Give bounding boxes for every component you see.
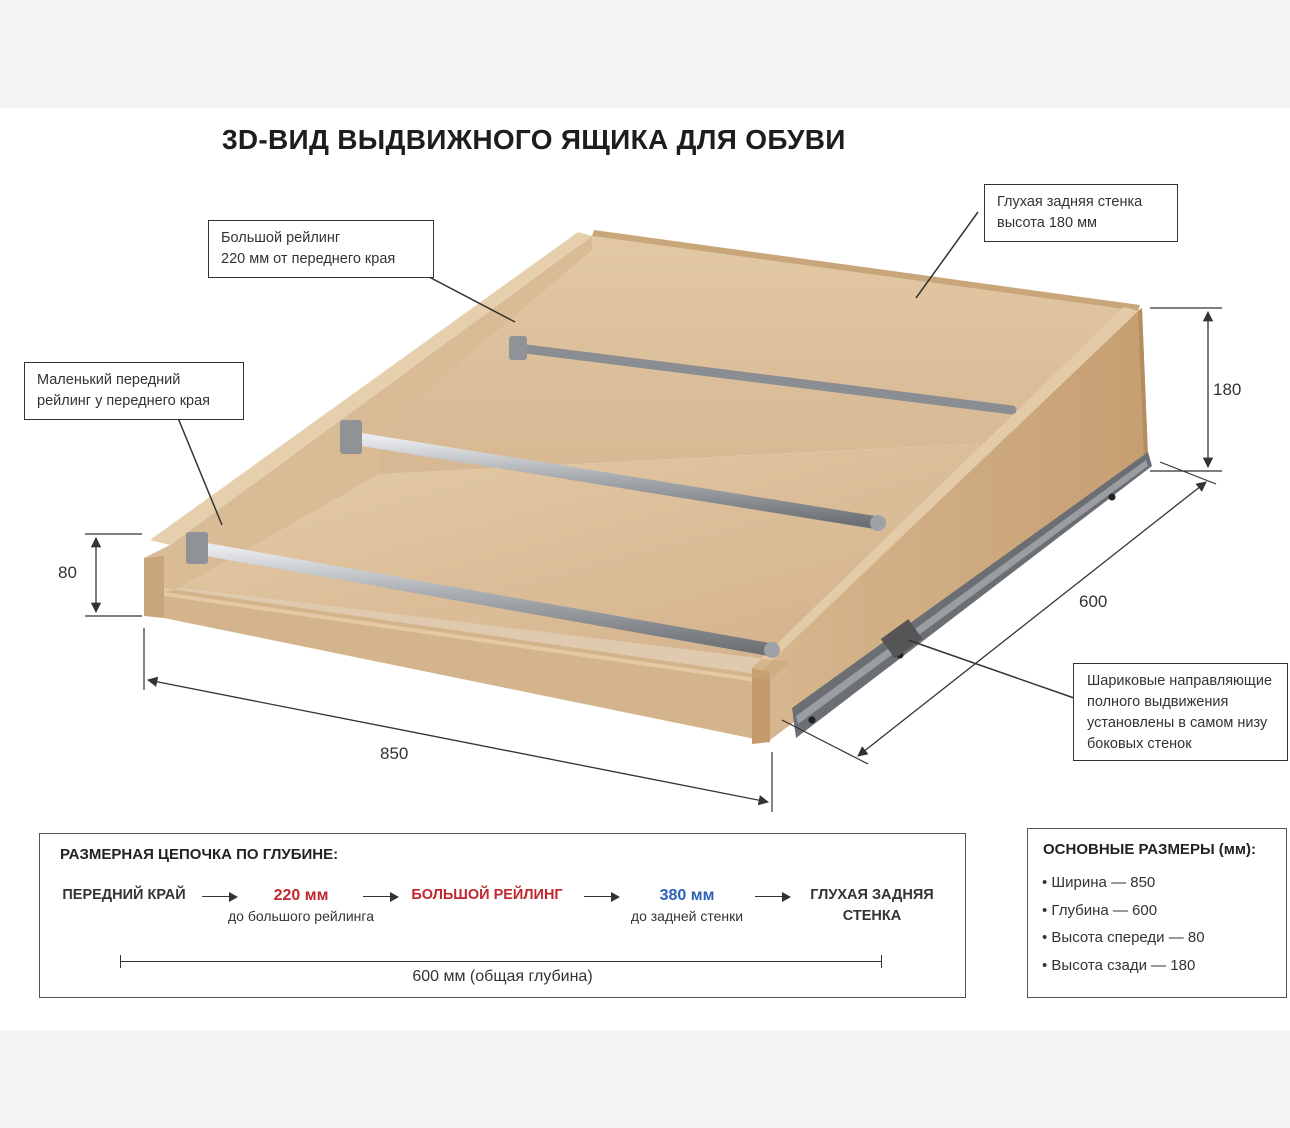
callout-line: боковых стенок bbox=[1087, 736, 1192, 752]
chain-node-lead: ГЛУХАЯ ЗАДНЯЯ bbox=[810, 887, 934, 903]
main-sizes-panel: ОСНОВНЫЕ РАЗМЕРЫ (мм): Ширина — 850 Глуб… bbox=[1027, 828, 1287, 998]
small-front-rail bbox=[186, 532, 780, 658]
callout-line: 220 мм от переднего края bbox=[221, 251, 396, 267]
chain-node-front-edge: ПЕРЕДНИЙ КРАЙ bbox=[62, 885, 185, 906]
depth-chain-panel: РАЗМЕРНАЯ ЦЕПОЧКА ПО ГЛУБИНЕ: ПЕРЕДНИЙ К… bbox=[39, 833, 966, 998]
chain-node-sub: до большого рейлинга bbox=[228, 908, 374, 924]
chain-node-220: 220 мм до большого рейлинга bbox=[228, 885, 374, 927]
callout-line: Шариковые направляющие bbox=[1087, 673, 1273, 689]
callout-line: Маленький передний bbox=[37, 372, 181, 388]
callout-small-rail: Маленький передний рейлинг у переднего к… bbox=[24, 362, 244, 420]
left-side-wall bbox=[144, 236, 592, 592]
chain-node-sub: СТЕНКА bbox=[842, 908, 902, 924]
chain-arrow bbox=[202, 891, 238, 902]
list-item: Высота сзади — 180 bbox=[1042, 952, 1205, 980]
callout-line: высота 180 мм bbox=[997, 215, 1098, 231]
page-title: 3D-ВИД ВЫДВИЖНОГО ЯЩИКА ДЛЯ ОБУВИ bbox=[222, 124, 846, 155]
callout-line: полного выдвижения bbox=[1087, 694, 1229, 710]
depth-label: 600 bbox=[1079, 592, 1108, 611]
front-height-dimension bbox=[85, 533, 142, 617]
depth-dimension bbox=[781, 461, 1217, 765]
callout-big-rail: Большой рейлинг 220 мм от переднего края bbox=[208, 220, 434, 278]
back-height-dimension bbox=[1150, 307, 1222, 472]
chain-node-380: 380 мм до задней стенки bbox=[631, 885, 743, 927]
back-wall bbox=[380, 236, 1138, 474]
chain-arrow bbox=[584, 891, 620, 902]
depth-chain-heading: РАЗМЕРНАЯ ЦЕПОЧКА ПО ГЛУБИНЕ: bbox=[60, 846, 339, 863]
total-depth-label: 600 мм (общая глубина) bbox=[412, 968, 593, 985]
list-item: Ширина — 850 bbox=[1042, 869, 1205, 897]
main-sizes-heading: ОСНОВНЫЕ РАЗМЕРЫ (мм): bbox=[1043, 841, 1256, 858]
callout-line: Глухая задняя стенка bbox=[997, 194, 1143, 210]
chain-node-lead: ПЕРЕДНИЙ КРАЙ bbox=[62, 887, 186, 903]
rear-rail bbox=[509, 336, 1017, 415]
chain-arrow bbox=[363, 891, 399, 902]
width-dimension bbox=[143, 628, 773, 812]
front-height-label: 80 bbox=[58, 563, 77, 582]
back-height-label: 180 bbox=[1213, 380, 1242, 399]
chain-node-lead: 220 мм bbox=[273, 887, 329, 904]
callout-line: Большой рейлинг bbox=[221, 230, 341, 246]
callout-line: установлены в самом низу bbox=[1087, 715, 1268, 731]
chain-arrow bbox=[755, 891, 791, 902]
list-item: Глубина — 600 bbox=[1042, 897, 1205, 925]
callout-line: рейлинг у переднего края bbox=[37, 393, 211, 409]
list-item: Высота спереди — 80 bbox=[1042, 924, 1204, 952]
callout-slides: Шариковые направляющие полного выдвижени… bbox=[1073, 663, 1288, 761]
chain-node-big-rail: БОЛЬШОЙ РЕЙЛИНГ bbox=[411, 885, 562, 906]
callout-back-wall: Глухая задняя стенка высота 180 мм bbox=[984, 184, 1178, 242]
chain-node-lead: БОЛЬШОЙ РЕЙЛИНГ bbox=[411, 887, 563, 903]
drawer-floor bbox=[180, 442, 1010, 662]
chain-node-lead: 380 мм bbox=[659, 887, 715, 904]
width-label: 850 bbox=[380, 744, 409, 763]
chain-node-back-wall: ГЛУХАЯ ЗАДНЯЯ СТЕНКА bbox=[810, 885, 933, 927]
chain-node-sub: до задней стенки bbox=[630, 908, 744, 924]
main-sizes-list: Ширина — 850 Глубина — 600 Высота сперед… bbox=[1042, 869, 1205, 980]
total-depth-line bbox=[120, 955, 882, 968]
